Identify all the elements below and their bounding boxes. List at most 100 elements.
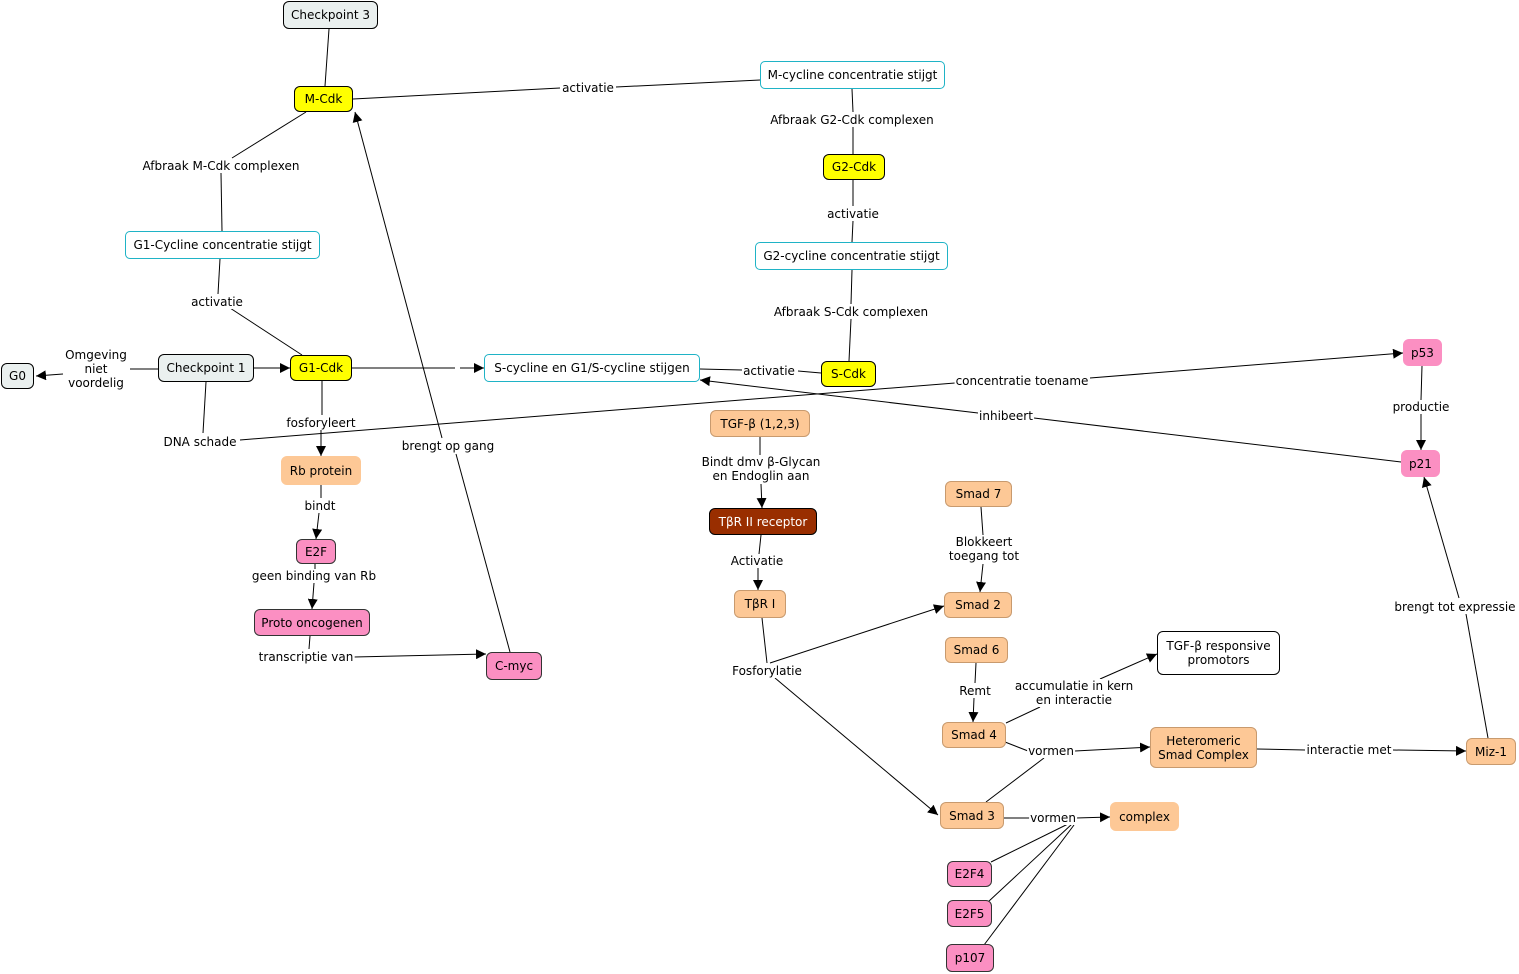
edge-omgeving-g0 [35,370,64,381]
label-omgeving: Omgeving niet voordelig [64,348,128,390]
tgf-beta-node[interactable]: TGF-β (1,2,3) [710,410,810,437]
checkpoint-1-node[interactable]: Checkpoint 1 [158,354,254,382]
label-omgeving-line3: voordelig [68,376,124,390]
edge-smad7-blokkeert [980,506,984,536]
edge-accumulatie-promotors [1099,653,1158,680]
checkpoint-3-node[interactable]: Checkpoint 3 [283,1,378,29]
edge-bindt-tbr2 [756,483,767,509]
p53-node[interactable]: p53 [1403,339,1442,366]
edge-p107-vormen [983,824,1075,946]
tgf-beta-promotors-line1: TGF-β responsive [1166,639,1271,653]
label-transcriptie-van: transcriptie van [257,650,355,664]
label-geen-binding: geen binding van Rb [250,569,378,583]
g1-cdk-node[interactable]: G1-Cdk [290,355,352,381]
proto-oncogenen-node[interactable]: Proto oncogenen [254,609,370,636]
edge-tbr1-fosforylatie [761,617,768,664]
m-cdk-node[interactable]: M-Cdk [294,86,353,112]
edge-vormen-complex [1075,812,1111,823]
c-myc-node[interactable]: C-myc [486,652,542,680]
e2f-node[interactable]: E2F [296,539,336,564]
s-cycline-node[interactable]: S-cycline en G1/S-cycline stijgen [484,354,700,382]
label-activatie-g1: activatie [190,295,244,309]
label-afbraak-g2: Afbraak G2-Cdk complexen [769,113,935,127]
edge-g2cycline-afbraaks [850,269,853,305]
smad6-node[interactable]: Smad 6 [945,637,1008,663]
p21-node[interactable]: p21 [1401,450,1440,477]
m-cycline-node[interactable]: M-cycline concentratie stijgt [760,61,945,89]
smad7-node[interactable]: Smad 7 [945,481,1012,507]
edge-blokkeert-smad2 [976,563,987,593]
smad4-node[interactable]: Smad 4 [942,722,1006,748]
heteromeric-line1: Heteromeric [1166,733,1241,748]
edge-g1cycline-activatie [217,258,221,295]
edge-geenbinding-proto [307,582,318,610]
tgf-beta-promotors-node[interactable]: TGF-β responsive promotors [1157,631,1280,675]
tbr2-receptor-node[interactable]: TβR II receptor [709,508,817,535]
s-cdk-node[interactable]: S-Cdk [821,361,876,387]
label-activatie-s: activatie [742,364,796,378]
label-bindt-dmv-line2: en Endoglin aan [712,469,810,483]
edge-smad6-remt [974,662,977,684]
edge-smad3-vormen-smad4 [985,757,1045,803]
e2f5-node[interactable]: E2F5 [947,900,992,927]
edge-p53-productie [1420,365,1423,401]
label-brengt-op-gang: brengt op gang [400,439,496,453]
label-accumulatie-line2: en interactie [1035,693,1113,707]
g1-cycline-node[interactable]: G1-Cycline concentratie stijgt [125,231,320,259]
tgf-beta-promotors-line2: promotors [1187,653,1250,667]
edge-interactie-miz1 [1392,745,1467,756]
label-accumulatie-line1: accumulatie in kern [1014,679,1134,693]
label-activatie-tbr: Activatie [729,554,785,568]
edge-miz1-brengt [1465,613,1489,739]
heteromeric-smad-complex-node[interactable]: Heteromeric Smad Complex [1150,727,1257,768]
edge-proto-transcriptie [308,635,311,650]
label-dna-schade: DNA schade [162,435,238,449]
label-interactie-met: interactie met [1305,743,1393,757]
edge-p21-inhibeert [1033,417,1402,463]
complex-node[interactable]: complex [1110,802,1179,831]
edge-inhibeert-scycline [699,376,979,414]
edge-afbraakm-g1cycline [220,172,223,232]
edge-scycline-activatie [699,368,743,371]
edge-mcycline-afbraakg2 [851,88,854,113]
label-afbraak-m: Afbraak M-Cdk complexen [141,159,301,173]
rb-protein-node[interactable]: Rb protein [281,456,361,485]
smad2-node[interactable]: Smad 2 [944,592,1012,618]
heteromeric-line2: Smad Complex [1158,747,1249,762]
edge-e2f4-vormen [990,822,1071,863]
edge-vormen-heteromeric [1074,742,1151,753]
edge-smad4-vormen [1004,741,1029,752]
edge-afbraaks-scdk [848,318,852,362]
e2f4-node[interactable]: E2F4 [947,861,992,887]
edge-brengt-p21 [1421,476,1460,599]
g2-cdk-node[interactable]: G2-Cdk [823,154,885,180]
label-blokkeert-line2: toegang tot [948,549,1020,563]
tbr1-node[interactable]: TβR I [734,590,786,618]
edge-concentratie-p53 [1089,348,1404,379]
g0-node[interactable]: G0 [1,363,34,389]
edge-smad4-accumulatie [1005,706,1041,724]
edge-fosforylatie-smad3 [774,677,939,816]
edge-activatie-g2cycline [851,220,854,243]
edge-heteromeric-interactie [1256,748,1306,751]
label-concentratie-toename: concentratie toename [954,374,1090,388]
label-omgeving-line2: niet [84,362,108,376]
label-vormen-smad3: vormen [1029,811,1077,825]
edge-cmyc-brengtopgang [455,453,511,653]
p107-node[interactable]: p107 [946,944,994,972]
miz1-node[interactable]: Miz-1 [1466,738,1516,765]
edge-transcriptie-cmyc [353,649,487,660]
edge-mcdk-afbraakm [231,111,307,159]
edge-activatie-g1cdk [229,307,303,356]
edge-checkpoint1-dnaschade [202,381,207,434]
label-blokkeert-line1: Blokkeert [955,535,1013,549]
edge-tbr2-activatie [758,534,762,555]
g2-cycline-node[interactable]: G2-cycline concentratie stijgt [755,242,948,270]
label-vormen-smad4: vormen [1027,744,1075,758]
smad3-node[interactable]: Smad 3 [940,802,1004,829]
label-omgeving-line1: Omgeving [65,348,127,362]
edge-mcdk-activatie [352,87,561,100]
edge-brengtopgang-mcdk [352,111,443,439]
label-accumulatie: accumulatie in kern en interactie [1013,679,1135,707]
label-activatie-g2: activatie [826,207,880,221]
